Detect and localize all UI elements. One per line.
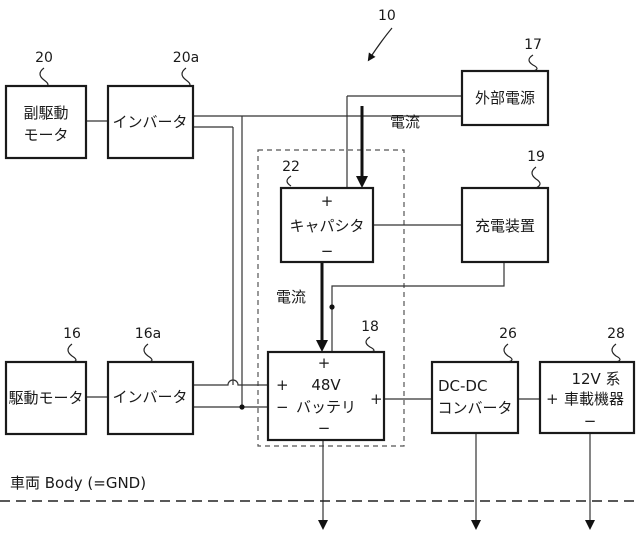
capacitor-minus: −	[321, 242, 334, 260]
leader-sub-motor	[39, 67, 49, 87]
leader-battery	[365, 336, 375, 353]
figure-pointer-arrow	[367, 27, 393, 62]
wiring	[86, 95, 591, 522]
ref-external-power: 17	[524, 37, 542, 53]
inverter-20a-box	[106, 84, 195, 160]
leader-drive-motor	[67, 343, 77, 363]
ground-label: 車両 Body (=GND)	[10, 474, 146, 492]
leader-load-12v	[611, 343, 621, 363]
capacitor-label: キャパシタ	[289, 217, 364, 235]
inverter-20a-label: インバータ	[112, 113, 187, 131]
ref-capacitor: 22	[282, 159, 300, 175]
leader-capacitor	[286, 175, 292, 187]
drive-motor-label: 駆動モータ	[8, 389, 83, 407]
junction-dot	[329, 304, 335, 310]
battery-plus-left: +	[276, 376, 289, 394]
battery-plus-top: +	[318, 354, 331, 372]
current-label-external: 電流	[390, 113, 420, 131]
ref-inverter-16a: 16a	[135, 326, 161, 342]
charger-box	[460, 186, 550, 264]
load-12v-label-1: 12V 系	[571, 370, 620, 388]
inverter-16a-box	[106, 360, 195, 436]
drive-motor-box	[4, 360, 88, 436]
ref-charger: 19	[527, 149, 545, 165]
current-arrowhead-external	[356, 176, 368, 188]
charger-label: 充電装置	[475, 217, 535, 235]
leader-inverter-20a	[181, 67, 191, 87]
ref-sub-motor: 20	[35, 50, 53, 66]
dcdc-label-2: コンバータ	[437, 399, 512, 417]
load-12v-plus: +	[546, 390, 559, 408]
leader-dcdc	[503, 343, 513, 363]
load-12v-box	[538, 360, 636, 435]
ref-drive-motor: 16	[63, 326, 81, 342]
ground-arrow-load	[585, 520, 595, 530]
sub-motor-label-2: モータ	[23, 126, 68, 144]
battery-minus-left: −	[276, 398, 289, 416]
ref-dcdc: 26	[499, 326, 517, 342]
load-12v-minus: −	[584, 412, 597, 430]
capacitor-box	[279, 186, 375, 264]
load-12v-label-2: 車載機器	[564, 390, 624, 408]
sub-motor-label-1: 副駆動	[23, 104, 68, 122]
inverter-16a-label: インバータ	[112, 388, 187, 406]
dcdc-box	[430, 360, 520, 435]
battery-label-1: 48V	[311, 376, 341, 394]
current-arrowhead-capacitor	[316, 340, 328, 352]
ref-load-12v: 28	[607, 326, 625, 342]
leader-charger	[531, 166, 541, 189]
external-power-box	[460, 69, 550, 127]
ref-inverter-20a: 20a	[173, 50, 199, 66]
junction-dot	[239, 404, 245, 410]
battery-label-2: バッテリ	[296, 398, 356, 416]
current-label-capacitor: 電流	[276, 288, 306, 306]
battery-minus-bottom: −	[318, 419, 331, 437]
figure-number: 10	[378, 8, 396, 24]
dcdc-label-1: DC-DC	[438, 377, 487, 395]
leader-inverter-16a	[143, 343, 153, 363]
module-enclosure	[257, 149, 405, 447]
battery-box	[266, 350, 386, 442]
ground-arrow-dcdc	[471, 520, 481, 530]
external-power-label: 外部電源	[475, 89, 535, 107]
ref-battery: 18	[361, 319, 379, 335]
battery-plus-right: +	[370, 390, 383, 408]
capacitor-plus: +	[321, 192, 334, 210]
ground-arrow-battery	[318, 520, 328, 530]
leader-external-power	[528, 54, 538, 72]
sub-motor-box	[4, 84, 88, 160]
